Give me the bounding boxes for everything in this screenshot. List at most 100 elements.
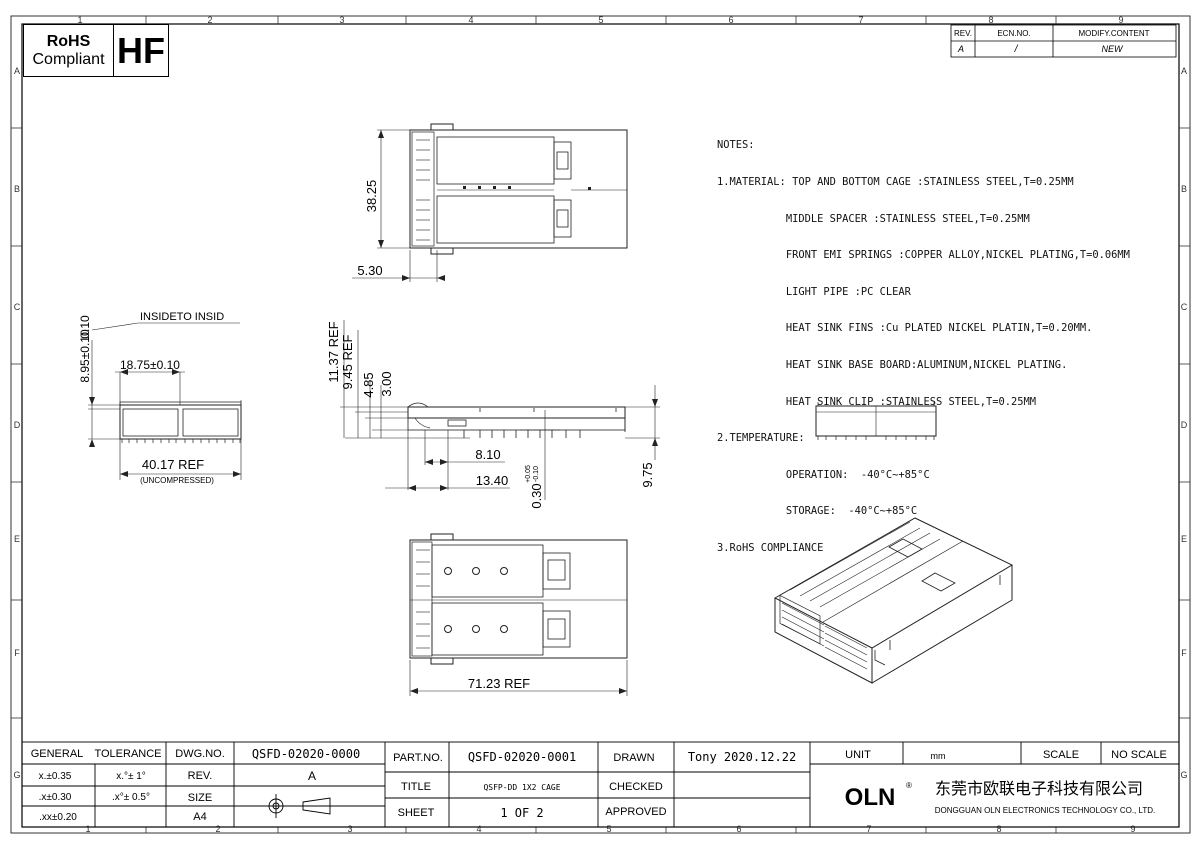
zone-row-e-right: E	[1181, 534, 1187, 544]
tb-sheet-label: SHEET	[398, 807, 435, 819]
zone-col-8-bottom: 8	[996, 824, 1001, 834]
title-block-grid	[21, 741, 1180, 828]
tb-checked-label: CHECKED	[609, 781, 663, 793]
tb-tol-r1c2: x.°± 1°	[116, 771, 146, 782]
company-name-en: DONGGUAN OLN ELECTRONICS TECHNOLOGY CO.,…	[935, 806, 1155, 815]
company-name-cn: 东莞市欧联电子科技有限公司	[935, 780, 1143, 798]
zone-ticks	[11, 16, 1190, 833]
zone-col-1: 1	[77, 15, 82, 25]
tb-general: GENERAL	[31, 748, 84, 760]
zone-row-g: G	[13, 770, 20, 780]
zone-col-6: 6	[728, 15, 733, 25]
zone-col-9: 9	[1118, 15, 1123, 25]
zone-col-4-bottom: 4	[476, 824, 481, 834]
rev-value-ecn: /	[1014, 44, 1019, 55]
rev-header-rev: REV.	[954, 29, 972, 38]
zone-col-5-bottom: 5	[606, 824, 611, 834]
tb-rev-value: A	[308, 769, 316, 783]
zone-col-2: 2	[207, 15, 212, 25]
zone-row-c-right: C	[1181, 302, 1188, 312]
zone-col-9-bottom: 9	[1130, 824, 1135, 834]
zone-row-g-right: G	[1180, 770, 1187, 780]
isometric-view	[773, 517, 1014, 684]
notes-line: HEAT SINK FINS :Cu PLATED NICKEL PLATIN,…	[717, 322, 1093, 335]
zone-row-d-right: D	[1181, 420, 1188, 430]
zone-col-7: 7	[858, 15, 863, 25]
rohs-hf-badge: RoHS Compliant HF	[23, 24, 169, 77]
zone-col-4: 4	[468, 15, 473, 25]
notes-line: 3.RoHS COMPLIANCE	[717, 541, 824, 554]
zone-col-6-bottom: 6	[736, 824, 741, 834]
notes-line: MIDDLE SPACER :STAINLESS STEEL,T=0.25MM	[717, 212, 1030, 225]
notes-line: LIGHT PIPE :PC CLEAR	[717, 285, 911, 298]
tb-drawn-label: DRAWN	[613, 752, 654, 764]
rev-header-content: MODIFY.CONTENT	[1079, 29, 1150, 38]
zone-row-a: A	[14, 66, 20, 76]
tb-tolerance: TOLERANCE	[94, 748, 161, 760]
zone-row-b: B	[14, 184, 20, 194]
tb-dwg-label: DWG.NO.	[175, 748, 225, 760]
dim-side-v1: 11.37 REF	[326, 321, 341, 382]
dim-side-h1: 8.10	[475, 447, 500, 462]
dim-side-v2: 9.45 REF	[340, 334, 355, 389]
notes-line: STORAGE: -40°C~+85°C	[717, 505, 918, 518]
rohs-label: RoHS	[46, 32, 91, 50]
zone-col-7-bottom: 7	[866, 824, 871, 834]
notes-block: NOTES: 1.MATERIAL: TOP AND BOTTOM CAGE :…	[717, 115, 1130, 566]
tb-tol-r3c1: .xx±0.20	[39, 812, 77, 823]
notes-line: 1.MATERIAL: TOP AND BOTTOM CAGE :STAINLE…	[717, 176, 1074, 188]
tb-unit-label: UNIT	[845, 749, 871, 761]
tb-size-value: A4	[193, 811, 206, 823]
notes-line: HEAT SINK CLIP :STAINLESS STEEL,T=0.25MM	[717, 395, 1037, 408]
dim-front-label: INSIDETO INSID	[140, 311, 224, 323]
projection-symbol-icon	[262, 794, 350, 818]
rev-value-rev: A	[957, 44, 964, 54]
dim-front-h2: 8.95±0.10	[78, 329, 92, 383]
tb-tol-r2c2: .x°± 0.5°	[112, 792, 150, 803]
tb-title-label: TITLE	[401, 781, 431, 793]
registered-mark-icon: ®	[906, 781, 912, 790]
bottom-view	[409, 533, 628, 696]
rev-value-content: NEW	[1102, 44, 1125, 54]
dim-side-v6: 9.75	[640, 462, 655, 487]
zone-col-8: 8	[988, 15, 993, 25]
tb-scale-label: SCALE	[1043, 749, 1079, 761]
tb-dwg-value: QSFD-02020-0000	[252, 747, 360, 761]
notes-line: FRONT EMI SPRINGS :COPPER ALLOY,NICKEL P…	[717, 249, 1130, 262]
tb-title-value: QSFP-DD 1X2 CAGE	[483, 783, 560, 792]
hf-label: HF	[117, 29, 165, 71]
dim-top-width: 38.25	[364, 180, 379, 213]
dim-side-tol-dn: -0.10	[533, 466, 540, 482]
outer-border	[10, 15, 1191, 834]
tb-approved-label: APPROVED	[605, 806, 666, 818]
tb-rev-label: REV.	[188, 770, 213, 782]
dim-front-uncompressed: (UNCOMPRESSED)	[140, 476, 214, 485]
rev-header-ecn: ECN.NO.	[997, 29, 1030, 38]
zone-col-1-bottom: 1	[85, 824, 90, 834]
tb-drawn-value: Tony 2020.12.22	[688, 750, 796, 764]
dim-side-v5: 0.30	[529, 483, 544, 508]
notes-line: HEAT SINK BASE BOARD:ALUMINUM,NICKEL PLA…	[717, 358, 1068, 371]
zone-col-3-bottom: 3	[347, 824, 352, 834]
dim-side-h2: 13.40	[476, 473, 509, 488]
notes-line: NOTES:	[717, 139, 755, 152]
rohs-block: RoHS Compliant	[24, 25, 114, 76]
zone-col-5: 5	[598, 15, 603, 25]
dim-side-v3: 4.85	[361, 372, 376, 397]
zone-row-d: D	[14, 420, 21, 430]
tb-tol-r2c1: .x±0.30	[39, 792, 72, 803]
dim-side-v4: 3.00	[379, 371, 394, 396]
zone-row-a-right: A	[1181, 66, 1187, 76]
front-view	[88, 322, 242, 480]
company-logo: OLN	[845, 784, 896, 811]
zone-row-b-right: B	[1181, 184, 1187, 194]
dim-bottom-length: 71.23 REF	[468, 676, 530, 691]
dim-top-offset: 5.30	[357, 263, 382, 278]
zone-row-f-right: F	[1181, 648, 1187, 658]
dim-front-h1: 0.10	[78, 315, 92, 339]
revision-table	[950, 24, 1177, 58]
tb-unit-value: mm	[931, 751, 946, 761]
zone-col-3: 3	[339, 15, 344, 25]
side-view	[340, 320, 660, 500]
